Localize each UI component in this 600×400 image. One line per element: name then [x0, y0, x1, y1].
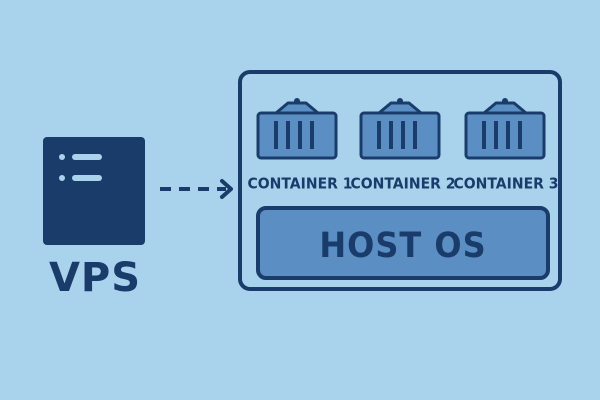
host-os-box: [256, 206, 550, 280]
container-3-label: CONTAINER 3: [453, 175, 559, 193]
vps-frame: [238, 70, 562, 291]
dashed-arrow-icon: [160, 179, 233, 199]
shipping-container-icon: [256, 98, 338, 160]
host-os-label: HOST OS: [319, 224, 487, 266]
shipping-container-icon: [464, 98, 546, 160]
vps-label: VPS: [48, 255, 142, 301]
server-icon: [43, 137, 145, 245]
container-1-label: CONTAINER 1: [247, 175, 353, 193]
container-2-label: CONTAINER 2: [350, 175, 456, 193]
shipping-container-icon: [359, 98, 441, 160]
